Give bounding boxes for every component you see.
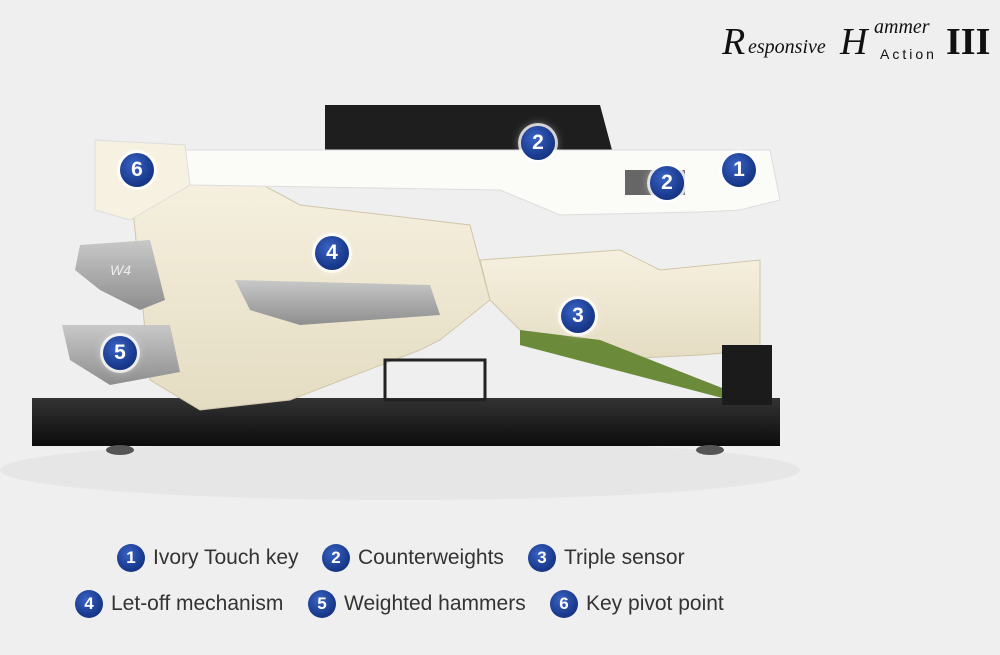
legend-label: Ivory Touch key [153,546,299,569]
logo-letter: R [722,21,746,63]
black-key [325,105,612,150]
legend-badge: 6 [550,590,578,618]
base-board [32,398,780,446]
legend-badge: 4 [75,590,103,618]
logo-numeral: III [946,21,991,63]
legend-label: Let-off mechanism [111,592,284,615]
marker-let-off: 4 [315,236,349,270]
logo-letter: H [840,21,868,63]
marker-counterweights: 2 [650,166,684,200]
legend-label: Counterweights [358,546,504,569]
shadow [0,440,800,500]
legend-badge: 2 [322,544,350,572]
legend-label: Triple sensor [564,546,685,569]
marker-triple-sensor: 3 [561,299,595,333]
marker-key-pivot: 6 [120,153,154,187]
logo-text: esponsive [748,36,826,58]
legend-item: 5 Weighted hammers [308,590,526,618]
hammer-weight-upper [75,240,165,310]
logo-text: Action [880,46,937,62]
legend-badge: 3 [528,544,556,572]
legend-item: 1 Ivory Touch key [117,544,299,572]
legend-item: 3 Triple sensor [528,544,685,572]
legend-badge: 1 [117,544,145,572]
legend-label: Weighted hammers [344,592,526,615]
legend-item: 2 Counterweights [322,544,504,572]
brand-logo: R esponsive H ammer Action III [722,16,991,68]
sensor-board [520,330,740,400]
hammer-action-illustration: W4 [0,105,800,500]
marker-weighted-hammers: 5 [103,336,137,370]
legend-item: 6 Key pivot point [550,590,724,618]
legend-badge: 5 [308,590,336,618]
legend-item: 4 Let-off mechanism [75,590,283,618]
logo-text: ammer [874,16,930,38]
ivory-touch-key [184,149,781,216]
hammer-shank [235,280,440,325]
marker-ivory-touch-key: 1 [722,153,756,187]
legend-label: Key pivot point [586,592,724,615]
weight-label: W4 [110,262,131,278]
marker-counterweights: 2 [521,126,555,160]
